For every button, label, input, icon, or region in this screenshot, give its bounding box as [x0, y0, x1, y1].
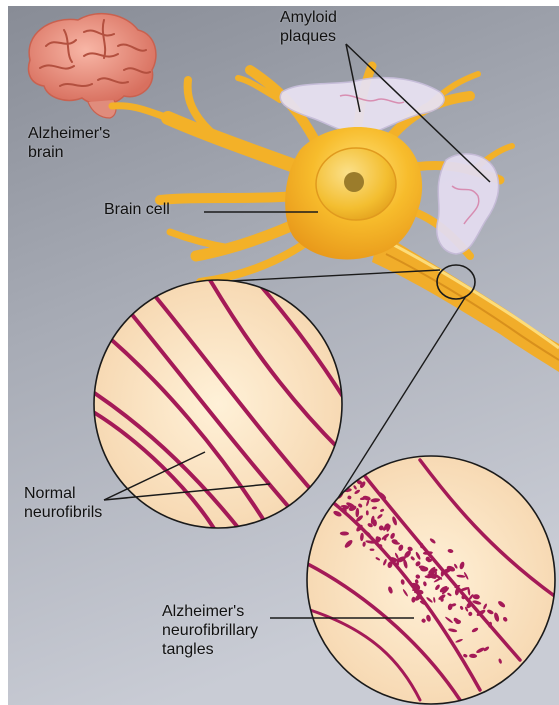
label-tangles: Alzheimer's neurofibrillary tangles — [162, 602, 258, 659]
top-border — [0, 0, 559, 6]
label-tangles-line2: neurofibrillary — [162, 621, 258, 640]
label-alzheimers-brain: Alzheimer's brain — [28, 124, 110, 162]
nucleolus — [344, 172, 364, 192]
label-normal-neurofibrils-line1: Normal — [24, 484, 102, 503]
label-amyloid-plaques: Amyloid plaques — [280, 8, 337, 46]
label-amyloid-plaques-line1: Amyloid — [280, 8, 337, 27]
left-border — [0, 0, 8, 705]
label-brain-cell: Brain cell — [104, 200, 170, 219]
label-tangles-line3: tangles — [162, 640, 258, 659]
label-normal-neurofibrils: Normal neurofibrils — [24, 484, 102, 522]
label-alzheimers-brain-line1: Alzheimer's — [28, 124, 110, 143]
label-brain-cell-text: Brain cell — [104, 200, 170, 219]
label-normal-neurofibrils-line2: neurofibrils — [24, 503, 102, 522]
tangle-clump — [370, 549, 375, 551]
label-alzheimers-brain-line2: brain — [28, 143, 110, 162]
label-amyloid-plaques-line2: plaques — [280, 27, 337, 46]
label-tangles-line1: Alzheimer's — [162, 602, 258, 621]
